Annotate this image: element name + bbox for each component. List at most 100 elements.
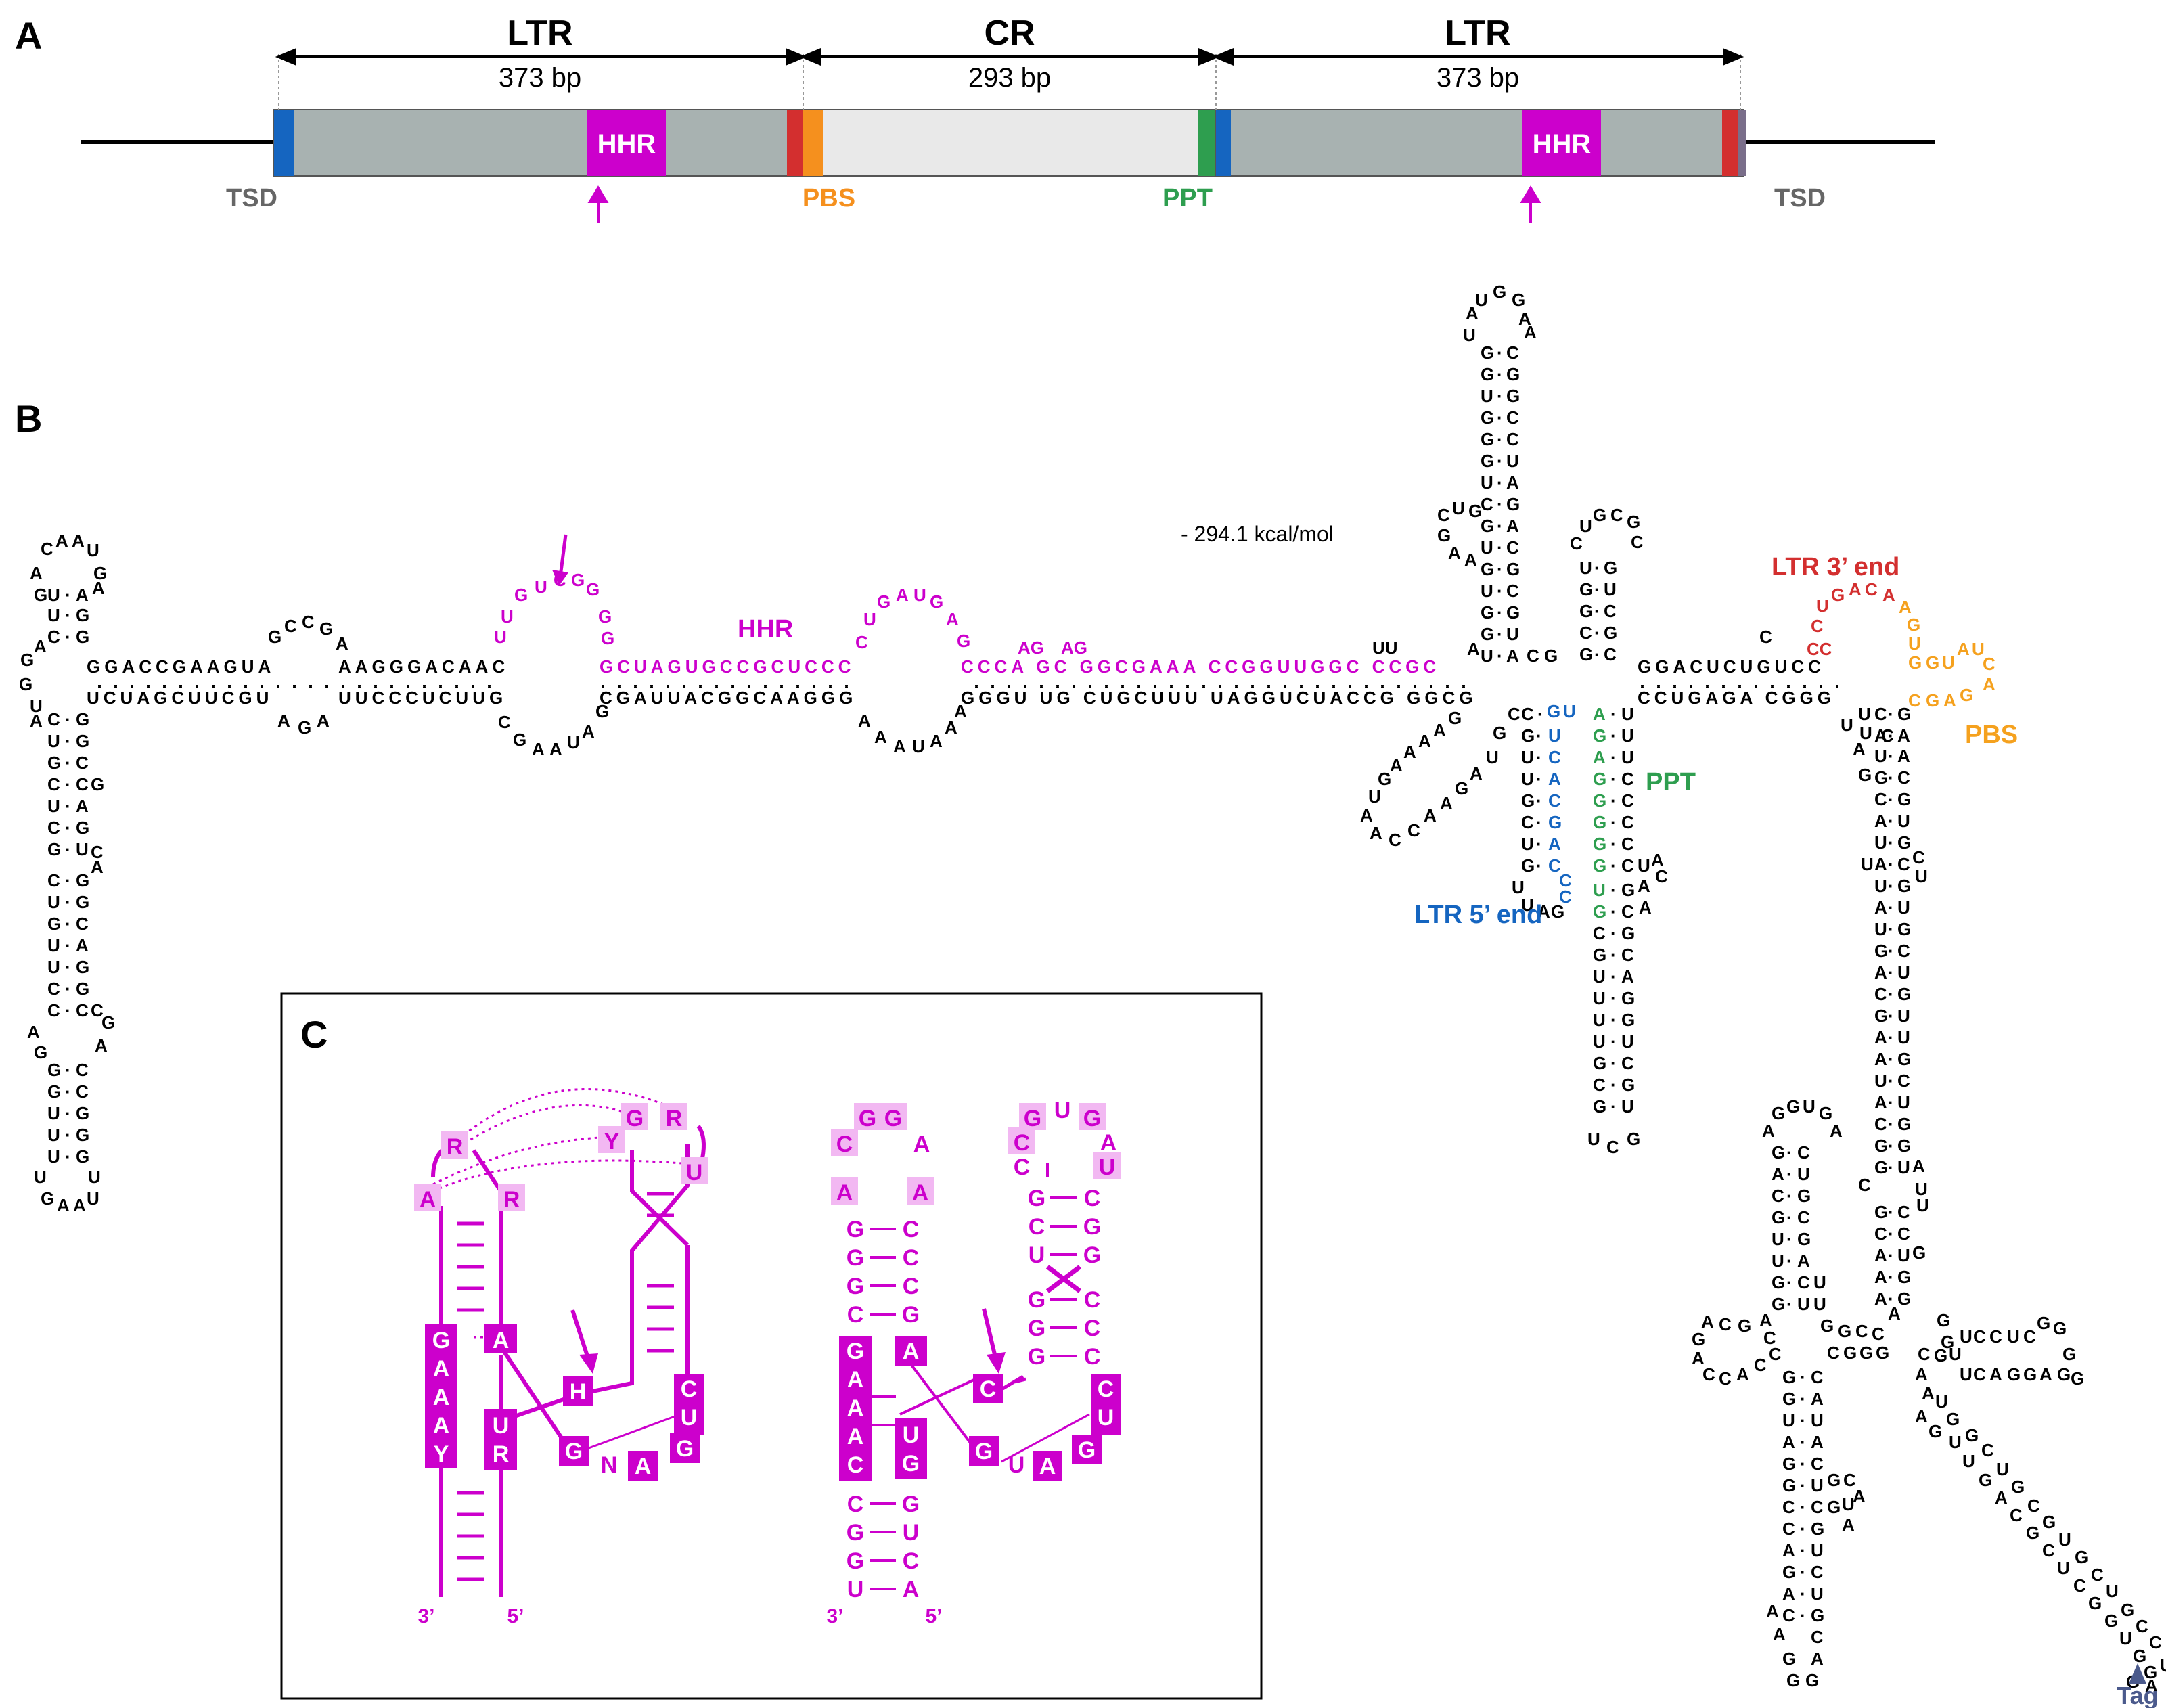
motif-letter-U: U <box>686 1160 703 1186</box>
svg-text:C: C <box>41 539 53 559</box>
svg-text:·: · <box>1594 623 1600 643</box>
svg-text:C: C <box>1506 537 1519 558</box>
box-G-loop <box>621 1103 648 1130</box>
svg-text:C: C <box>1981 1440 1994 1460</box>
rm-stem1-l1: G <box>847 1245 864 1271</box>
right-motif-5prime: 5’ <box>925 1605 942 1627</box>
svg-text:C: C <box>1918 1344 1931 1364</box>
rm-lower-l2: G <box>847 1548 864 1574</box>
svg-text:G: G <box>1772 1103 1785 1123</box>
helix2-top: AAGGGACAAC <box>338 656 509 677</box>
box-G-bottom2 <box>670 1433 700 1463</box>
svg-text:·: · <box>1497 646 1503 666</box>
svg-text:·: · <box>1888 704 1894 724</box>
rm-box-mid-0: A <box>903 1339 920 1364</box>
svg-text:U: U <box>1960 1364 1972 1385</box>
svg-text:C: C <box>47 774 60 794</box>
svg-text:G: G <box>47 839 61 859</box>
rm-stem2b-r1: C <box>1084 1316 1101 1341</box>
svg-text:G: G <box>1946 1409 1960 1429</box>
svg-text:A: A <box>945 717 957 738</box>
svg-text:G: G <box>1874 767 1888 788</box>
svg-text:A: A <box>1897 725 1910 746</box>
svg-text:A: A <box>1874 1245 1887 1265</box>
svg-text:A: A <box>1874 811 1887 831</box>
svg-text:U: U <box>1874 876 1887 896</box>
svg-text:G: G <box>1481 451 1494 471</box>
svg-text:G: G <box>1937 1310 1950 1330</box>
svg-text:U: U <box>1772 1229 1784 1249</box>
rm-box-C-cleave <box>973 1374 1003 1403</box>
svg-text:G: G <box>76 1146 89 1167</box>
svg-text:·: · <box>65 979 71 999</box>
ppt-label-b: PPT <box>1646 768 1696 796</box>
svg-text:U: U <box>1621 704 1634 724</box>
svg-text:G: G <box>1897 876 1911 896</box>
svg-text:G: G <box>47 1060 61 1080</box>
helix1-top: GGACCGAAGUA <box>87 656 275 677</box>
svg-text:C: C <box>1719 1314 1732 1334</box>
svg-text:A: A <box>1766 1601 1779 1621</box>
rm-stem2-l1: C <box>1029 1214 1045 1240</box>
rm-lower-l3: U <box>847 1577 864 1602</box>
svg-text:U: U <box>501 606 514 627</box>
svg-text:U: U <box>1874 1071 1887 1091</box>
svg-text:G: G <box>1897 832 1911 853</box>
box-left-2: A <box>433 1385 450 1410</box>
svg-text:G: G <box>1979 1470 1992 1490</box>
svg-text:C: C <box>1604 601 1617 621</box>
svg-text:G: G <box>1960 685 1973 705</box>
svg-text:·: · <box>1610 834 1617 854</box>
svg-text:G: G <box>1897 984 1911 1004</box>
svg-text:A: A <box>1506 516 1519 536</box>
svg-text:U: U <box>1521 747 1534 767</box>
svg-text:U: U <box>1874 919 1887 939</box>
svg-text:G: G <box>1965 1425 1979 1445</box>
svg-text:A: A <box>1874 854 1887 874</box>
svg-text:G: G <box>1897 919 1911 939</box>
main-helix: GGACCGAAGUA UCUAGCUUCGU AAGGGACAAC UUCCC… <box>87 656 1831 708</box>
svg-text:A: A <box>1360 805 1373 826</box>
svg-text:A: A <box>1874 725 1887 746</box>
svg-text:A: A <box>2039 1364 2052 1385</box>
svg-text:C: C <box>1548 747 1561 767</box>
svg-text:G: G <box>513 729 526 750</box>
svg-text:C: C <box>1983 654 1995 674</box>
svg-text:U: U <box>1593 1010 1606 1030</box>
svg-text:A: A <box>1773 1624 1786 1644</box>
svg-text:A: A <box>92 578 105 598</box>
svg-text:A: A <box>1537 901 1550 922</box>
svg-text:·: · <box>1888 1136 1894 1156</box>
svg-text:A: A <box>1830 1121 1843 1141</box>
svg-text:U: U <box>1506 624 1519 644</box>
svg-text:·: · <box>1888 1071 1894 1091</box>
svg-text:A: A <box>76 935 89 956</box>
svg-text:·: · <box>1536 747 1542 767</box>
svg-text:·: · <box>65 1081 71 1102</box>
cleave-arrow-right-head <box>987 1352 1006 1374</box>
svg-text:·: · <box>65 605 71 625</box>
box-U-loop <box>681 1157 708 1184</box>
svg-text:C: C <box>1897 767 1910 788</box>
svg-text:·: · <box>1536 834 1542 854</box>
svg-text:C: C <box>2042 1540 2055 1560</box>
svg-text:C: C <box>1912 847 1925 868</box>
rm-lower-r3: A <box>903 1577 920 1602</box>
bottom-2: A <box>635 1454 652 1479</box>
svg-text:A: A <box>27 1022 40 1042</box>
svg-text:G: G <box>1692 1329 1705 1349</box>
svg-text:U: U <box>1452 498 1465 518</box>
svg-text:G: G <box>1544 646 1558 666</box>
rm-stem2-r0: C <box>1084 1186 1101 1211</box>
svg-text:U: U <box>34 1167 47 1187</box>
svg-text:C: C <box>1897 854 1910 874</box>
svg-text:C: C <box>1610 505 1623 525</box>
svg-text:G: G <box>1521 855 1535 876</box>
svg-text:C: C <box>1506 407 1519 428</box>
pbs-orange-block <box>803 110 823 176</box>
svg-text:G: G <box>47 752 61 773</box>
svg-text:G: G <box>47 1081 61 1102</box>
svg-text:A: A <box>1638 876 1650 896</box>
svg-text:G: G <box>1786 1670 1800 1690</box>
